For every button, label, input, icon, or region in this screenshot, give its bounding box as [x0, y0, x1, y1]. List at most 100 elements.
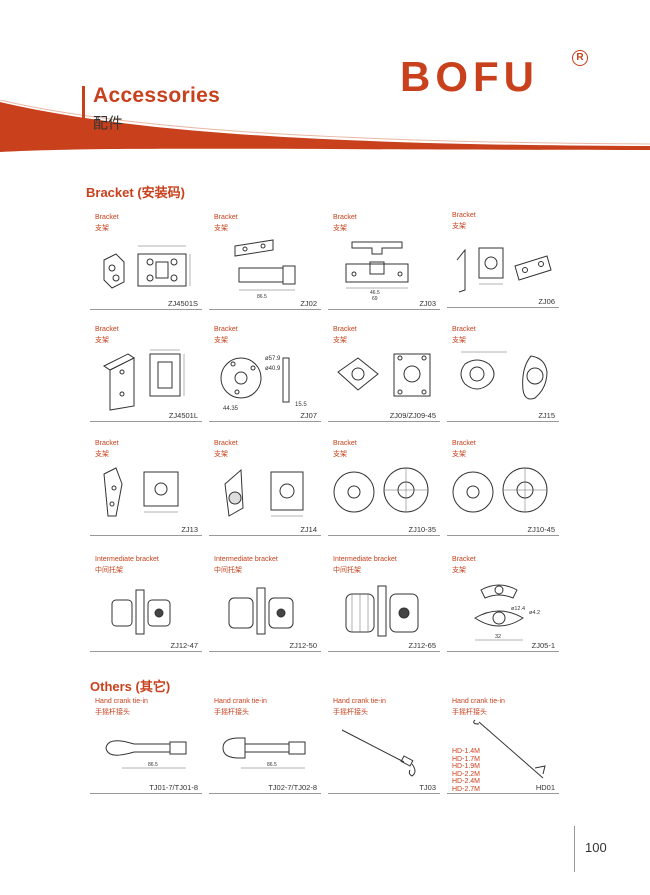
product-code: ZJ05-1 — [531, 641, 555, 650]
brand-logo: BOFU — [400, 53, 539, 100]
product-code: ZJ09/ZJ09-45 — [389, 411, 436, 420]
product-label-cn: 支架 — [214, 451, 228, 458]
dimension-label: 69 — [372, 296, 378, 300]
product-card: Bracket 支架 86.5 ZJ02 — [209, 214, 321, 310]
product-code: ZJ4501L — [168, 411, 198, 420]
dimension-label: ø57.9 — [265, 356, 281, 362]
product-drawing — [345, 585, 419, 637]
product-label-en: Bracket — [214, 326, 238, 333]
section-title-en: Bracket — [86, 185, 134, 200]
product-drawing — [341, 729, 416, 777]
page-number: 100 — [585, 840, 607, 855]
product-code: ZJ13 — [181, 525, 198, 534]
product-label-cn: 支架 — [95, 337, 109, 344]
divider — [209, 651, 321, 652]
product-label-cn: 支架 — [333, 451, 347, 458]
hd-length-item: HD-1.7M — [452, 755, 481, 763]
dimension-label: 44.35 — [223, 406, 239, 412]
hd-length-item: HD-1.9M — [452, 763, 481, 770]
product-drawing — [103, 467, 179, 517]
product-label-en: Intermediate bracket — [214, 556, 278, 563]
product-drawing — [103, 349, 185, 411]
product-label-en: Bracket — [214, 214, 238, 221]
product-label-cn: 支架 — [452, 337, 466, 344]
product-code: ZJ14 — [300, 525, 317, 534]
product-label-en: Bracket — [452, 556, 476, 563]
product-label-cn: 手摇杆接头 — [452, 709, 487, 716]
product-card: Bracket 支架 ZJ4501S — [90, 214, 202, 310]
product-code: ZJ4501S — [167, 299, 198, 308]
header-accent-bar — [82, 86, 85, 130]
product-card: Bracket 支架 46.5 69 ZJ03 — [328, 214, 440, 310]
divider — [209, 793, 321, 794]
registered-mark-icon: R — [572, 50, 588, 66]
page-number-rule — [574, 826, 575, 872]
section-title-en: Others — [90, 679, 132, 694]
dimension-label: 86.5 — [257, 294, 267, 300]
product-card: Hand crank tie-in 手摇杆接头 86.5 TJ01-7/TJ01… — [90, 698, 202, 794]
product-code: ZJ06 — [538, 297, 555, 306]
product-label-en: Bracket — [95, 214, 119, 221]
hd-length-item: HD-2.7M — [452, 785, 481, 793]
product-label-cn: 支架 — [333, 225, 347, 232]
hd-length-list: HD-1.4M HD-1.7M HD-1.9M HD-2.2M HD-2.4M … — [452, 748, 480, 793]
dimension-label: ø40.9 — [265, 366, 281, 372]
dimension-label: 15.5 — [295, 402, 307, 408]
product-label-cn: 手摇杆接头 — [95, 709, 130, 716]
product-label-en: Bracket — [95, 440, 119, 447]
product-drawing — [473, 719, 546, 779]
product-drawing: ø12.4 ø4.2 32 — [474, 584, 540, 641]
divider — [209, 309, 321, 310]
product-drawing — [224, 468, 304, 517]
product-label-cn: 中间托架 — [95, 567, 123, 574]
hd-length-item: HD-1.4M — [452, 748, 481, 755]
product-card: Bracket 支架 ø57.9 ø40.9 44.35 15.5 ZJ07 — [209, 326, 321, 422]
divider — [447, 307, 559, 308]
dimension-label: 46.5 — [370, 290, 380, 296]
product-code: ZJ07 — [300, 411, 317, 420]
product-drawing — [460, 351, 548, 400]
product-label-cn: 支架 — [214, 337, 228, 344]
product-label-cn: 手摇杆接头 — [333, 709, 368, 716]
product-card: Hand crank tie-in 手摇杆接头 HD-1.4M HD-1.7M … — [447, 698, 559, 794]
product-label-cn: 支架 — [214, 225, 228, 232]
product-drawing — [333, 467, 429, 513]
divider — [90, 651, 202, 652]
product-label-en: Intermediate bracket — [95, 556, 159, 563]
product-drawing: 86.5 — [222, 737, 306, 769]
section-heading-bracket: Bracket (安装码) — [86, 182, 185, 201]
divider — [90, 309, 202, 310]
dimension-label: 86.5 — [267, 762, 277, 768]
section-heading-others: Others (其它) — [90, 676, 170, 695]
product-code: TJ01-7/TJ01-8 — [149, 783, 198, 792]
product-label-cn: 中间托架 — [333, 567, 361, 574]
product-code: TJ03 — [419, 783, 436, 792]
product-card: Bracket 支架 ZJ4501L — [90, 326, 202, 422]
product-card: Bracket 支架 ZJ10-45 — [447, 440, 559, 536]
product-drawing — [111, 589, 171, 635]
product-drawing: ø57.9 ø40.9 44.35 15.5 — [220, 356, 307, 412]
section-title-cn: (其它) — [135, 679, 171, 694]
divider — [328, 421, 440, 422]
product-card: Bracket 支架 ZJ14 — [209, 440, 321, 536]
divider — [328, 535, 440, 536]
product-drawing: 46.5 69 — [345, 241, 409, 300]
product-drawing — [103, 245, 191, 289]
product-card: Bracket 支架 ZJ10-35 — [328, 440, 440, 536]
dimension-label: ø12.4 — [511, 606, 525, 612]
header-swoosh — [0, 100, 650, 152]
product-card: Intermediate bracket 中间托架 ZJ12-47 — [90, 556, 202, 652]
dimension-label: 86.5 — [148, 762, 158, 768]
product-code: HD01 — [535, 783, 555, 792]
product-drawing — [456, 247, 552, 293]
product-drawing: 86.5 — [105, 740, 187, 769]
divider — [209, 421, 321, 422]
divider — [90, 793, 202, 794]
product-label-en: Hand crank tie-in — [95, 698, 148, 705]
product-label-en: Bracket — [214, 440, 238, 447]
product-card: Intermediate bracket 中间托架 ZJ12-65 — [328, 556, 440, 652]
product-label-en: Intermediate bracket — [333, 556, 397, 563]
product-card: Intermediate bracket 中间托架 ZJ12-50 — [209, 556, 321, 652]
product-code: ZJ03 — [419, 299, 436, 308]
product-drawing — [452, 467, 548, 513]
